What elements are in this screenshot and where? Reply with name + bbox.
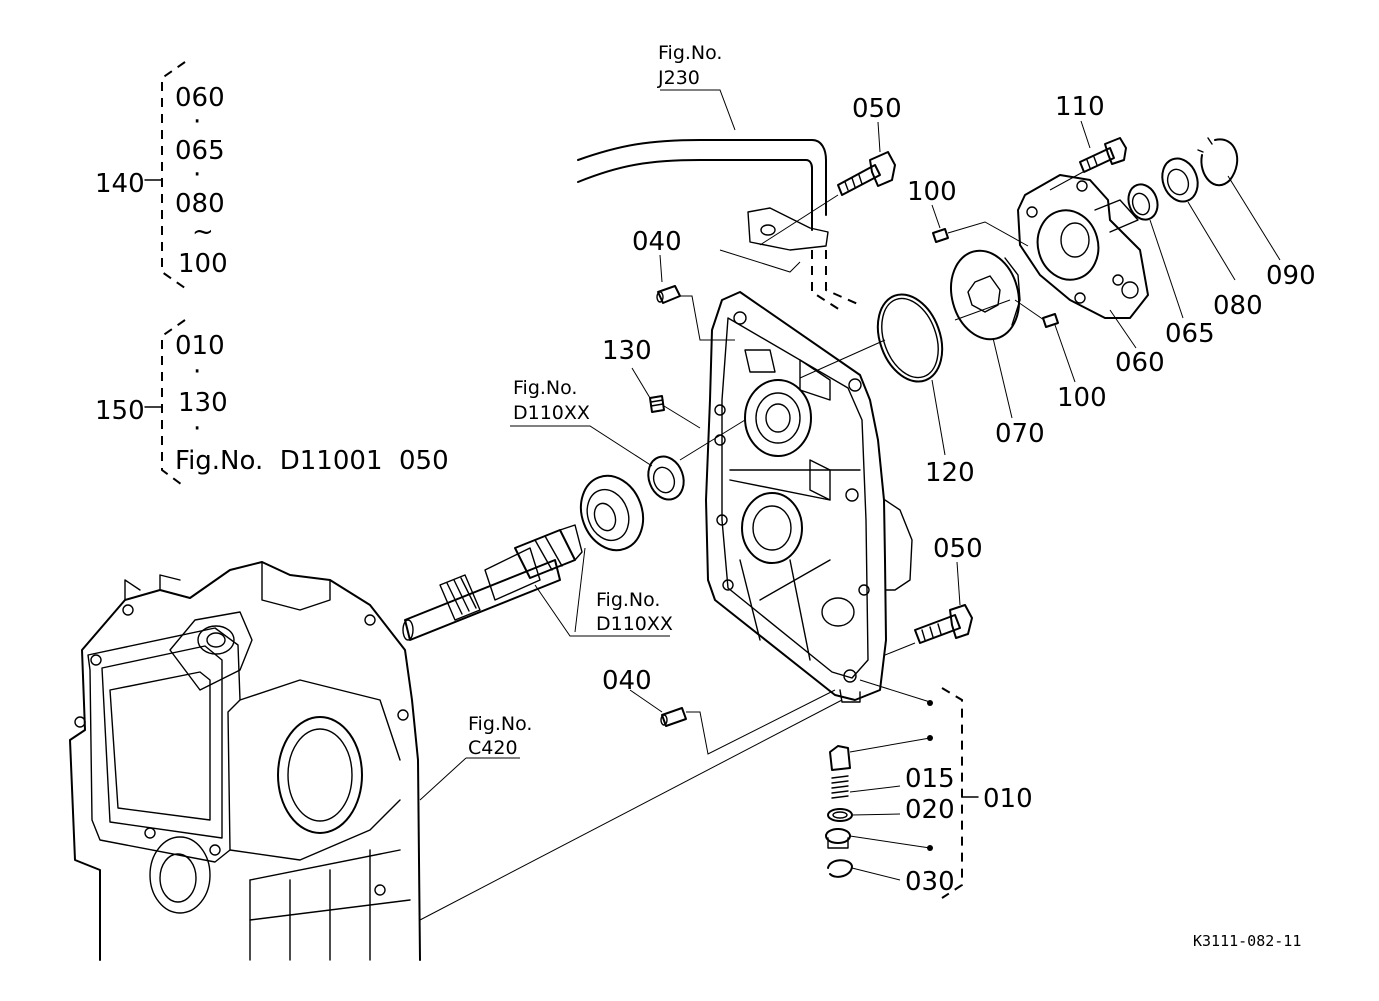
part-label-080: 080: [1213, 291, 1263, 321]
callout-dots: [927, 700, 933, 851]
fig-ref-c420-code: C420: [468, 737, 518, 759]
group-150-item: Fig.No. D11001 050: [175, 446, 449, 476]
group-150-item: 130: [178, 388, 228, 418]
oil-pipe: [577, 139, 861, 311]
fig-ref-d110xx-a: Fig.No. D110XX: [513, 377, 590, 424]
group-150-sep: ·: [193, 357, 201, 387]
group-140-sep: ~: [192, 217, 214, 247]
group-150-number: 150: [95, 396, 145, 426]
part-label-120: 120: [925, 458, 975, 488]
bolt-050-top: [837, 151, 896, 196]
part-label-060: 060: [1115, 348, 1165, 378]
bolt-110: [1079, 137, 1127, 173]
bearing: [579, 455, 685, 552]
group-140-sep: ·: [193, 107, 201, 137]
snap-ring-090: [1197, 137, 1239, 187]
fig-ref-c420: Fig.No. C420: [468, 713, 532, 759]
valve-assembly: [825, 745, 853, 878]
part-label-020: 020: [905, 795, 955, 825]
cover-plate: [705, 291, 913, 703]
part-label-010: 010: [983, 784, 1033, 814]
part-label-100: 100: [907, 177, 957, 207]
pin-100-bottom: [1042, 313, 1059, 328]
part-label-090: 090: [1266, 261, 1316, 291]
part-label-110: 110: [1055, 92, 1105, 122]
group-140-item: 100: [178, 249, 228, 279]
part-label-040b: 040: [602, 666, 652, 696]
part-labels: 050 040 130 100 110 090 080 065 060 100 …: [602, 92, 1316, 897]
fig-ref-j230: Fig.No. J230: [657, 42, 722, 89]
group-140-sep: ·: [193, 160, 201, 190]
fig-ref-d110xx-b: Fig.No. D110XX: [596, 589, 673, 635]
part-label-030: 030: [905, 867, 955, 897]
shaft: [402, 524, 583, 641]
part-label-050: 050: [852, 94, 902, 124]
fig-ref-d110xx-a-title: Fig.No.: [513, 377, 577, 399]
group-140-bracket: 140 060 · 065 · 080 ~ 100: [95, 61, 228, 289]
drawing-code: K3111-082-11: [1193, 932, 1301, 950]
o-ring: [876, 293, 944, 383]
group-150-item: 010: [175, 331, 225, 361]
group-150-sep: ·: [193, 414, 201, 444]
group-140-item: 060: [175, 83, 225, 113]
fig-ref-d110xx-a-code: D110XX: [513, 402, 590, 424]
part-label-070: 070: [995, 419, 1045, 449]
part-label-040: 040: [632, 227, 682, 257]
pin-100-top: [932, 228, 949, 243]
part-label-050b: 050: [933, 534, 983, 564]
group-140-number: 140: [95, 169, 145, 199]
fig-ref-d110xx-b-code: D110XX: [596, 613, 673, 635]
group-010-bracket: [941, 687, 979, 899]
part-label-130: 130: [602, 336, 652, 366]
fig-ref-d110xx-b-title: Fig.No.: [596, 589, 660, 611]
fig-ref-j230-title: Fig.No.: [658, 42, 722, 64]
group-140-item: 065: [175, 136, 225, 166]
seal-065: [1127, 183, 1159, 221]
part-label-100b: 100: [1057, 383, 1107, 413]
fig-ref-c420-title: Fig.No.: [468, 713, 532, 735]
group-140-item: 080: [175, 189, 225, 219]
group-150-bracket: 150 010 · 130 · Fig.No. D11001 050: [95, 319, 449, 488]
fig-ref-j230-code: J230: [657, 67, 700, 89]
pin-040-top: [656, 285, 681, 304]
pump-gear: [950, 249, 1021, 341]
part-label-065: 065: [1165, 319, 1215, 349]
plug-130: [649, 395, 665, 413]
pin-040-bottom: [660, 707, 687, 727]
seal-080: [1161, 157, 1199, 203]
bolt-050-right: [914, 604, 973, 644]
leader-lines: [419, 89, 1281, 921]
transmission-case: [69, 561, 421, 961]
pump-housing: [1017, 174, 1149, 319]
part-label-015: 015: [905, 764, 955, 794]
